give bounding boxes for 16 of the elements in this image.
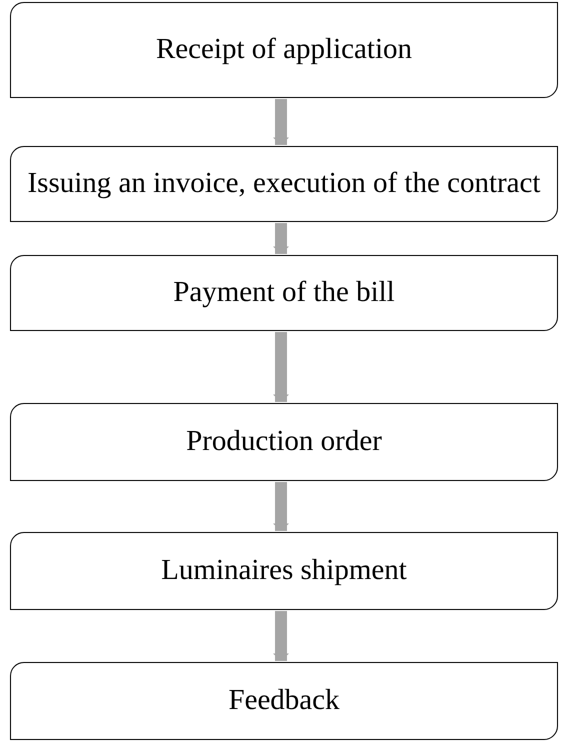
process-box <box>10 403 558 481</box>
process-box <box>10 662 558 740</box>
arrow <box>273 482 289 531</box>
step-label: Payment of the bill <box>173 276 395 310</box>
step-label: Feedback <box>228 684 340 718</box>
step-label: Issuing an invoice, execution of the contract <box>28 167 540 201</box>
arrow <box>273 99 289 145</box>
process-box <box>10 146 558 222</box>
arrow <box>273 332 289 402</box>
arrow <box>273 223 289 254</box>
step-label: Luminaires shipment <box>161 554 407 588</box>
process-box <box>10 255 558 331</box>
step-label: Production order <box>186 425 382 459</box>
step-label: Receipt of application <box>156 33 412 67</box>
process-box <box>10 2 558 98</box>
process-box <box>10 532 558 610</box>
